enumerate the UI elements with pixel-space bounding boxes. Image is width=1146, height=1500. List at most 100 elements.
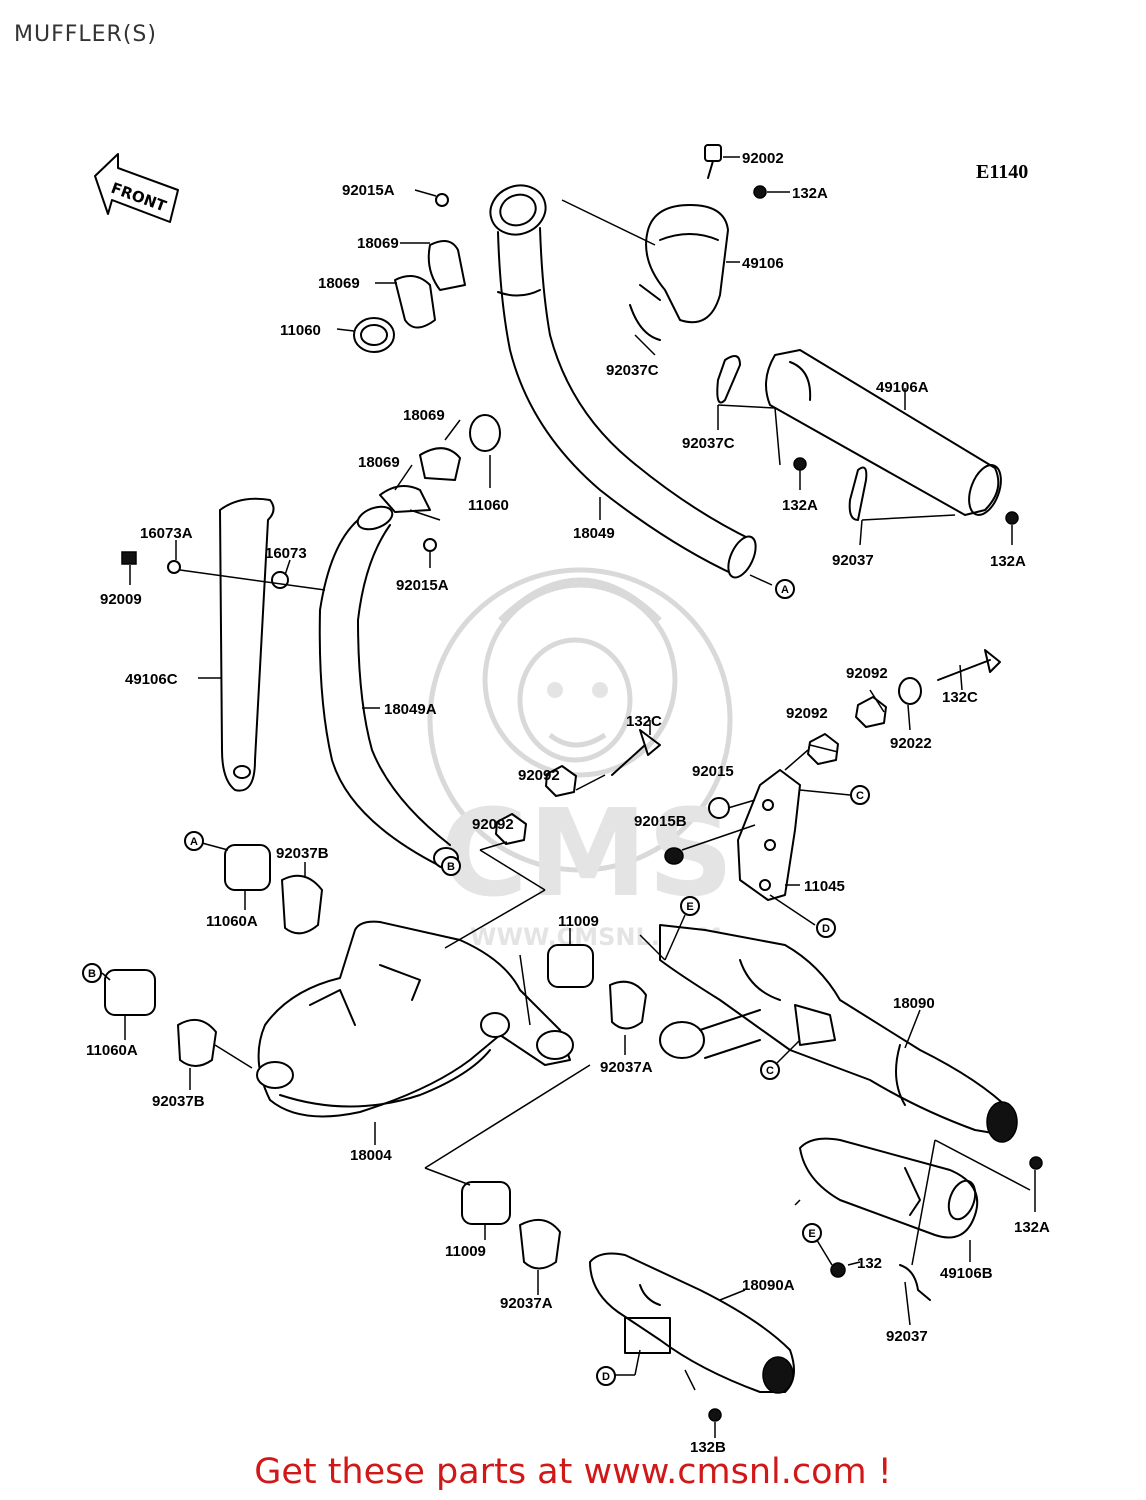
- part-label: 92037B: [152, 1093, 205, 1110]
- bolt-132B-icon: [708, 1408, 722, 1422]
- diagram-code: E1140: [976, 161, 1028, 183]
- ref-marker-a: A: [184, 831, 204, 851]
- ref-marker-b: B: [82, 963, 102, 983]
- sleeve-11060A-upper: [224, 844, 271, 891]
- ref-marker-c: C: [760, 1060, 780, 1080]
- bracket-11045: [737, 769, 801, 901]
- nut-cluster-center: [495, 649, 1001, 865]
- part-label: 92009: [100, 591, 142, 608]
- part-label: 18049: [573, 525, 615, 542]
- part-label: 92022: [890, 735, 932, 752]
- front-arrow-icon: FRONT: [94, 153, 179, 223]
- footer-link[interactable]: Get these parts at www.cmsnl.com !: [254, 1452, 892, 1492]
- part-label: 18004: [350, 1147, 392, 1164]
- svg-text:B: B: [447, 861, 455, 873]
- part-label: 11060A: [206, 913, 258, 930]
- muffler-18090A: [589, 1252, 795, 1394]
- part-label: 92037A: [500, 1295, 553, 1312]
- svg-text:B: B: [88, 968, 96, 980]
- part-label: 92002: [742, 150, 784, 167]
- part-label: 92015A: [396, 577, 449, 594]
- clamp-92037-lower: [899, 1264, 931, 1301]
- clamp-92037C-upper: [716, 355, 741, 404]
- svg-text:E: E: [808, 1228, 815, 1240]
- clamp-92037: [848, 466, 868, 521]
- ref-marker-c: C: [850, 785, 870, 805]
- part-label: 92037: [886, 1328, 928, 1345]
- ref-marker-d: D: [596, 1366, 616, 1386]
- svg-text:C: C: [856, 790, 864, 802]
- bolt-132A-icon: [753, 185, 767, 199]
- heat-shield-49106A: [765, 349, 1002, 516]
- part-label: 18069: [358, 454, 400, 471]
- svg-text:E: E: [686, 901, 693, 913]
- ref-marker-e: E: [802, 1223, 822, 1243]
- part-label: 11060: [280, 322, 321, 339]
- part-label: 92015A: [342, 182, 395, 199]
- part-label: 49106B: [940, 1265, 993, 1282]
- part-label: 11060A: [86, 1042, 138, 1059]
- part-label: 18090A: [742, 1277, 795, 1294]
- part-label: 92092: [846, 665, 888, 682]
- part-label: 11060: [468, 497, 509, 514]
- page-title: MUFFLER(S): [14, 22, 157, 47]
- clamp-92037B-upper: [281, 874, 323, 935]
- bolt-132A-icon-2: [793, 457, 807, 471]
- ref-marker-e: E: [680, 896, 700, 916]
- part-label: 92092: [472, 816, 514, 833]
- gasket-11060-lower: [469, 414, 501, 452]
- part-label: 92015B: [634, 813, 687, 830]
- flange-18069-upper: [394, 193, 466, 329]
- part-label: 92092: [518, 767, 560, 784]
- part-label: 49106A: [876, 379, 929, 396]
- bracket-49106C: [121, 497, 289, 792]
- sleeve-11009-lower: [461, 1181, 511, 1225]
- ref-marker-b: B: [441, 856, 461, 876]
- part-label: 16073: [265, 545, 307, 562]
- svg-text:C: C: [766, 1065, 774, 1077]
- part-label: 132A: [792, 185, 828, 202]
- bolt-92002-icon: [704, 144, 722, 179]
- part-label: 18069: [318, 275, 360, 292]
- svg-text:A: A: [190, 836, 198, 848]
- bolt-132A-icon-4: [1029, 1156, 1043, 1170]
- part-label: 132B: [690, 1439, 726, 1456]
- part-label: 16073A: [140, 525, 193, 542]
- part-label: 11009: [558, 913, 599, 930]
- heat-shield-49106B: [799, 1137, 979, 1239]
- part-label: 18069: [357, 235, 399, 252]
- sleeve-11060A-lower: [104, 969, 156, 1016]
- part-label: 92015: [692, 763, 734, 780]
- part-labels: 92002 132A 49106 92015A 18069 18069 1106…: [86, 150, 1050, 1456]
- sleeve-11009-upper: [547, 944, 594, 988]
- part-label: 49106: [742, 255, 784, 272]
- part-label: 132A: [782, 497, 818, 514]
- ref-marker-a: A: [775, 579, 795, 599]
- part-label: 92037B: [276, 845, 329, 862]
- part-label: 132A: [990, 553, 1026, 570]
- part-label: 132: [857, 1255, 882, 1272]
- part-label: 132C: [626, 713, 662, 730]
- part-label: 49106C: [125, 671, 178, 688]
- muffler-18090: [659, 924, 1018, 1143]
- clamp-92037A-lower: [519, 1218, 561, 1270]
- part-label: 18090: [893, 995, 935, 1012]
- part-label: 11045: [804, 878, 845, 895]
- gasket-11060-upper: [353, 317, 395, 353]
- part-label: 92037: [832, 552, 874, 569]
- flange-18069-lower: [379, 447, 461, 552]
- bolt-132-icon: [830, 1262, 846, 1278]
- clamp-92037A-upper: [609, 980, 647, 1030]
- part-label: 92037A: [600, 1059, 653, 1076]
- part-label: 92037C: [682, 435, 735, 452]
- part-label: 132A: [1014, 1219, 1050, 1236]
- header-pipe-18049A: [318, 505, 459, 869]
- heat-shield-49106: [629, 204, 729, 341]
- part-label: 11009: [445, 1243, 486, 1260]
- collector-18004: [256, 920, 574, 1118]
- part-label: 18049A: [384, 701, 437, 718]
- part-label: 18069: [403, 407, 445, 424]
- clamp-92037B-lower: [177, 1018, 217, 1067]
- header-pipe-18049: [489, 184, 757, 579]
